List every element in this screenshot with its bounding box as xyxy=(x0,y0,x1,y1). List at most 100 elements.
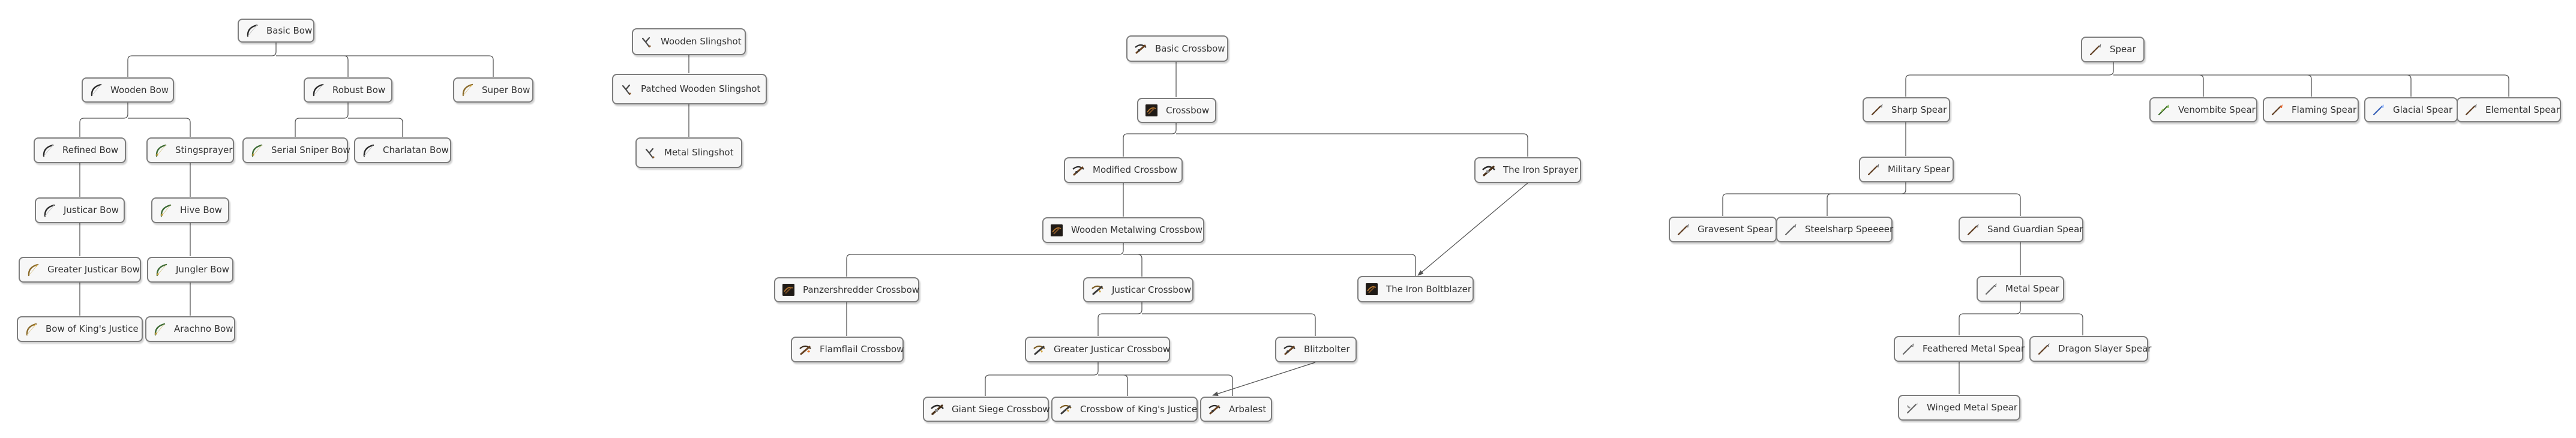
node-label: Justicar Crossbow xyxy=(1112,284,1192,295)
edge-blitzbolter-to-arbalest xyxy=(1212,362,1316,397)
node-label: Super Bow xyxy=(482,84,530,95)
node-basic-crossbow[interactable]: Basic Crossbow xyxy=(1126,35,1228,62)
node-label: Steelsharp Speeeer xyxy=(1805,224,1894,235)
node-the-iron-sprayer[interactable]: The Iron Sprayer xyxy=(1474,157,1581,183)
node-steelsharp-speeeer[interactable]: Steelsharp Speeeer xyxy=(1776,217,1893,242)
node-wooden-slingshot[interactable]: Wooden Slingshot xyxy=(632,28,746,55)
node-label: Wooden Metalwing Crossbow xyxy=(1071,224,1203,235)
node-label: Charlatan Bow xyxy=(383,145,449,155)
edge-military-spear-to-children xyxy=(1722,182,2021,216)
gold-crossbow-icon xyxy=(1091,285,1104,295)
node-wooden-bow[interactable]: Wooden Bow xyxy=(82,77,174,103)
bow-icon xyxy=(91,83,102,97)
node-greater-justicar-crossbow[interactable]: Greater Justicar Crossbow xyxy=(1025,337,1170,362)
node-label: Crossbow xyxy=(1166,104,1210,116)
slingshot-icon xyxy=(645,148,655,159)
spear-icon xyxy=(2038,343,2050,355)
gold-bow-icon xyxy=(28,263,39,276)
node-label: Glacial Spear xyxy=(2393,104,2453,115)
node-winged-metal-spear[interactable]: Winged Metal Spear xyxy=(1898,395,2020,421)
edge-crossbow-to-children xyxy=(1123,123,1528,157)
node-metal-slingshot[interactable]: Metal Slingshot xyxy=(635,137,742,168)
node-patched-wooden-slingshot[interactable]: Patched Wooden Slingshot xyxy=(612,74,767,104)
node-panzershredder-crossbow[interactable]: Panzershredder Crossbow xyxy=(774,277,919,302)
gold-bow-icon xyxy=(26,323,37,335)
node-label: Arachno Bow xyxy=(174,323,233,334)
node-arbalest[interactable]: Arbalest xyxy=(1200,397,1272,422)
node-venombite-spear[interactable]: Venombite Spear xyxy=(2149,97,2257,122)
green-bow-icon xyxy=(160,204,172,217)
crossbow-icon xyxy=(1283,345,1296,355)
node-justicar-crossbow[interactable]: Justicar Crossbow xyxy=(1083,277,1193,302)
node-glacial-spear[interactable]: Glacial Spear xyxy=(2364,97,2458,122)
node-label: Modified Crossbow xyxy=(1093,164,1177,175)
node-the-iron-boltblazer[interactable]: The Iron Boltblazer xyxy=(1357,276,1474,302)
node-gravesent-spear[interactable]: Gravesent Spear xyxy=(1669,217,1777,242)
node-super-bow[interactable]: Super Bow xyxy=(453,77,533,103)
node-arachno-bow[interactable]: Arachno Bow xyxy=(145,316,235,342)
edge-greater-justicar-crossbow-to-children xyxy=(985,362,1233,396)
node-label: Wooden Slingshot xyxy=(661,36,742,47)
green-bow-icon xyxy=(154,323,166,335)
node-bow-of-kings-justice[interactable]: Bow of King's Justice xyxy=(17,316,143,342)
node-label: Blitzbolter xyxy=(1304,344,1350,355)
node-label: The Iron Sprayer xyxy=(1503,164,1579,175)
node-label: Basic Bow xyxy=(266,25,313,36)
node-feathered-metal-spear[interactable]: Feathered Metal Spear xyxy=(1894,336,2025,362)
node-blitzbolter[interactable]: Blitzbolter xyxy=(1275,337,1357,362)
edge-wooden-metalwing-to-children xyxy=(846,243,1416,277)
node-sand-guardian-spear[interactable]: Sand Guardian Spear xyxy=(1959,217,2083,242)
node-label: Greater Justicar Bow xyxy=(47,264,140,275)
node-modified-crossbow[interactable]: Modified Crossbow xyxy=(1064,157,1183,183)
node-label: Metal Spear xyxy=(2005,283,2059,294)
node-crossbow-of-kings-justice[interactable]: Crossbow of King's Justice xyxy=(1051,397,1198,422)
node-wooden-metalwing-crossbow[interactable]: Wooden Metalwing Crossbow xyxy=(1042,217,1204,243)
spear-icon xyxy=(1871,103,1884,116)
node-serial-sniper-bow[interactable]: Serial Sniper Bow xyxy=(242,137,350,163)
gold-crossbow-icon xyxy=(1059,404,1072,415)
metal-spear-icon xyxy=(1785,223,1797,235)
node-label: Arbalest xyxy=(1229,403,1267,415)
edge-metal-spear-to-children xyxy=(1959,302,2083,335)
node-label: Greater Justicar Crossbow xyxy=(1054,344,1171,355)
node-sharp-spear[interactable]: Sharp Spear xyxy=(1863,97,1950,122)
edge-basic-bow-to-children xyxy=(127,43,494,77)
node-hive-bow[interactable]: Hive Bow xyxy=(151,197,229,223)
winged-spear-icon xyxy=(1906,401,1919,413)
spear-icon xyxy=(2465,103,2478,116)
node-label: Metal Slingshot xyxy=(664,147,734,158)
node-label: Spear xyxy=(2110,44,2136,55)
node-metal-spear[interactable]: Metal Spear xyxy=(1977,276,2064,302)
node-basic-bow[interactable]: Basic Bow xyxy=(238,19,314,43)
node-spear[interactable]: Spear xyxy=(2081,37,2145,62)
node-dragon-slayer-spear[interactable]: Dragon Slayer Spear xyxy=(2029,336,2151,362)
node-label: Justicar Bow xyxy=(64,205,119,215)
node-label: Crossbow of King's Justice xyxy=(1080,403,1198,415)
node-stingsprayer[interactable]: Stingsprayer xyxy=(146,137,234,163)
node-justicar-bow[interactable]: Justicar Bow xyxy=(35,197,125,223)
node-crossbow[interactable]: Crossbow xyxy=(1137,98,1216,123)
node-giant-siege-crossbow[interactable]: Giant Siege Crossbow xyxy=(923,397,1050,422)
node-flamflail-crossbow[interactable]: Flamflail Crossbow xyxy=(791,337,904,362)
node-flaming-spear[interactable]: Flaming Spear xyxy=(2263,97,2359,122)
spear-icon xyxy=(1867,163,1880,175)
node-label: Stingsprayer xyxy=(175,145,233,155)
edge-iron-sprayer-to-iron-boltblazer xyxy=(1417,182,1528,276)
dark-crossbow-icon xyxy=(781,283,796,297)
node-elemental-spear[interactable]: Elemental Spear xyxy=(2457,97,2561,122)
crossbow-icon xyxy=(1072,166,1085,175)
spear-icon xyxy=(1967,223,1980,235)
node-label: Basic Crossbow xyxy=(1155,43,1225,54)
node-greater-justicar-bow[interactable]: Greater Justicar Bow xyxy=(19,257,141,283)
bow-icon xyxy=(43,144,54,157)
node-jungler-bow[interactable]: Jungler Bow xyxy=(147,257,233,283)
node-military-spear[interactable]: Military Spear xyxy=(1859,157,1954,182)
spear-icon xyxy=(2089,43,2102,55)
node-charlatan-bow[interactable]: Charlatan Bow xyxy=(354,137,451,163)
node-label: Jungler Bow xyxy=(176,264,230,275)
green-bow-icon xyxy=(251,144,263,157)
node-robust-bow[interactable]: Robust Bow xyxy=(304,77,392,103)
edge-spear-to-children xyxy=(1905,62,2509,97)
node-refined-bow[interactable]: Refined Bow xyxy=(34,137,126,163)
